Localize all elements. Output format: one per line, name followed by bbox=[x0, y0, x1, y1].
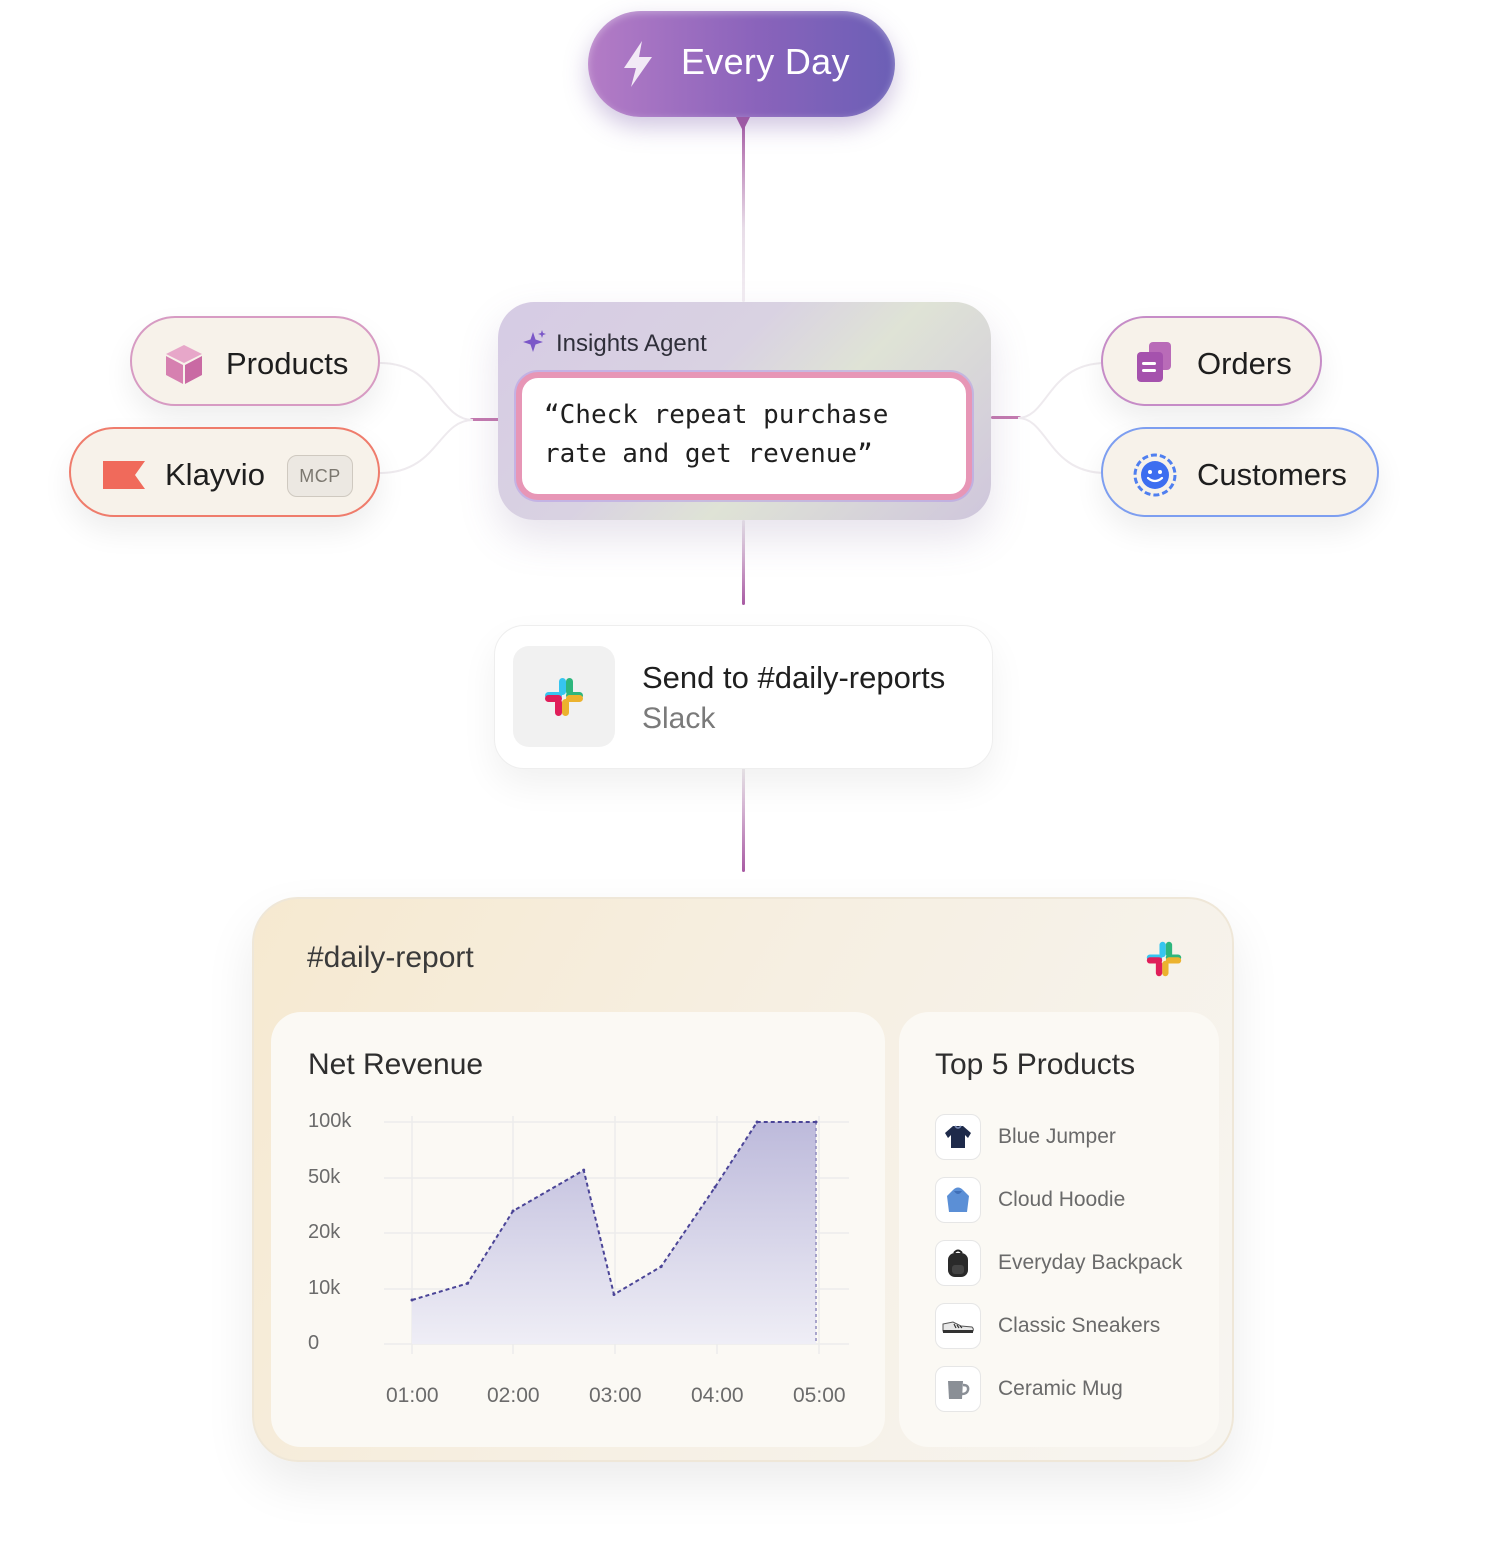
product-item[interactable]: Everyday Backpack bbox=[935, 1238, 1182, 1288]
y-tick-label: 10k bbox=[308, 1277, 341, 1299]
product-name: Everyday Backpack bbox=[998, 1251, 1183, 1274]
insights-agent-card[interactable]: Insights Agent “Check repeat purchase ra… bbox=[498, 302, 991, 520]
agent-prompt-line-2: rate and get revenue” bbox=[544, 439, 873, 469]
connector-curves-right bbox=[1018, 362, 1107, 474]
jumper-icon bbox=[935, 1114, 981, 1160]
agent-prompt-line-1: “Check repeat purchase bbox=[544, 400, 889, 430]
connector-arrow bbox=[736, 117, 750, 131]
x-tick-label: 03:00 bbox=[589, 1384, 642, 1407]
revenue-point bbox=[582, 1168, 586, 1172]
revenue-point bbox=[659, 1265, 663, 1269]
revenue-point bbox=[755, 1120, 759, 1124]
trigger-pill[interactable]: Every Day bbox=[588, 11, 895, 117]
source-klayvio-label: Klayvio bbox=[165, 457, 265, 492]
revenue-point bbox=[511, 1209, 515, 1213]
connector-send-report bbox=[742, 767, 745, 872]
revenue-point bbox=[466, 1281, 470, 1285]
lightning-icon bbox=[624, 41, 652, 87]
product-item[interactable]: Blue Jumper bbox=[935, 1112, 1116, 1162]
x-tick-label: 04:00 bbox=[691, 1384, 744, 1407]
send-title: Send to #daily-reports bbox=[642, 660, 946, 695]
slack-icon-box bbox=[513, 646, 615, 747]
revenue-point bbox=[612, 1293, 616, 1296]
product-item[interactable]: Ceramic Mug bbox=[935, 1364, 1123, 1414]
slack-icon bbox=[1146, 941, 1182, 977]
send-action-card[interactable]: Send to #daily-reports Slack bbox=[494, 625, 993, 769]
hoodie-icon bbox=[935, 1177, 981, 1223]
product-item[interactable]: Cloud Hoodie bbox=[935, 1175, 1125, 1225]
revenue-point bbox=[814, 1120, 818, 1124]
product-item[interactable]: Classic Sneakers bbox=[935, 1301, 1160, 1351]
product-name: Cloud Hoodie bbox=[998, 1188, 1126, 1211]
connector-left bbox=[470, 418, 500, 421]
y-tick-label: 50k bbox=[308, 1166, 341, 1188]
connector-agent-send bbox=[742, 520, 745, 605]
cube-icon bbox=[166, 345, 202, 384]
source-customers[interactable]: Customers bbox=[1101, 427, 1379, 517]
trigger-label: Every Day bbox=[681, 41, 850, 82]
mug-icon bbox=[935, 1366, 981, 1412]
source-products[interactable]: Products bbox=[130, 316, 380, 406]
product-name: Blue Jumper bbox=[998, 1125, 1116, 1148]
connector-right bbox=[991, 416, 1021, 419]
x-tick-label: 05:00 bbox=[793, 1384, 846, 1407]
x-tick-label: 02:00 bbox=[487, 1384, 540, 1407]
backpack-icon bbox=[935, 1240, 981, 1286]
flag-icon bbox=[103, 461, 145, 489]
smiley-icon bbox=[1133, 453, 1177, 497]
product-name: Ceramic Mug bbox=[998, 1377, 1123, 1400]
net-revenue-title: Net Revenue bbox=[308, 1048, 484, 1081]
y-tick-label: 100k bbox=[308, 1110, 352, 1132]
agent-prompt: “Check repeat purchase rate and get reve… bbox=[544, 396, 964, 474]
source-products-label: Products bbox=[226, 346, 349, 381]
report-channel: #daily-report bbox=[307, 941, 474, 974]
source-orders[interactable]: Orders bbox=[1101, 316, 1322, 406]
top-products-panel: Top 5 Products Blue Jumper Cloud Hoodie … bbox=[899, 1012, 1219, 1447]
revenue-point bbox=[410, 1298, 414, 1302]
revenue-point bbox=[713, 1185, 717, 1189]
x-tick-label: 01:00 bbox=[386, 1384, 439, 1407]
orders-icon bbox=[1137, 342, 1171, 382]
y-tick-label: 0 bbox=[308, 1332, 320, 1354]
mcp-badge: MCP bbox=[287, 455, 353, 497]
slack-icon bbox=[545, 678, 583, 716]
daily-report-card: #daily-report Net Revenue 0 10k 20k 50k 100k… bbox=[252, 897, 1234, 1462]
agent-prompt-box[interactable]: “Check repeat purchase rate and get reve… bbox=[516, 372, 972, 500]
agent-title: Insights Agent bbox=[556, 330, 707, 357]
connector-trigger-agent bbox=[742, 117, 745, 302]
sparkle-icon bbox=[523, 330, 546, 352]
connector-curves-left bbox=[379, 362, 474, 474]
product-name: Classic Sneakers bbox=[998, 1314, 1161, 1337]
source-customers-label: Customers bbox=[1197, 457, 1347, 492]
sneaker-icon bbox=[935, 1303, 981, 1349]
send-subtitle: Slack bbox=[642, 702, 716, 735]
source-orders-label: Orders bbox=[1197, 346, 1292, 381]
source-klayvio[interactable]: Klayvio MCP bbox=[69, 427, 380, 517]
y-tick-label: 20k bbox=[308, 1221, 341, 1243]
net-revenue-chart bbox=[384, 1116, 849, 1354]
revenue-area bbox=[412, 1122, 816, 1344]
top-products-title: Top 5 Products bbox=[935, 1048, 1136, 1081]
net-revenue-panel: Net Revenue 0 10k 20k 50k 100k 01:00 02:00 03:… bbox=[271, 1012, 885, 1447]
